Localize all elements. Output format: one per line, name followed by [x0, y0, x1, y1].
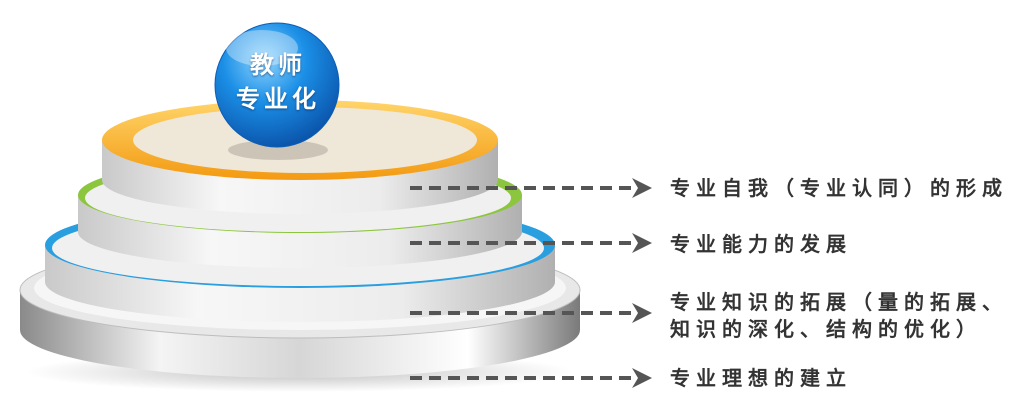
center-title-line2: 专业化	[236, 85, 320, 113]
center-title-line1: 教师	[250, 51, 306, 79]
label-third-line2: 知识的深化、结构的优化）	[670, 317, 982, 341]
label-top: 专业自我（专业认同）的形成	[670, 176, 1008, 200]
label-third-line1: 专业知识的拓展（量的拓展、	[670, 290, 1008, 314]
center-ball	[214, 22, 340, 160]
label-base: 专业理想的建立	[670, 366, 852, 390]
connector-arrows	[410, 178, 652, 388]
label-second: 专业能力的发展	[670, 232, 852, 256]
